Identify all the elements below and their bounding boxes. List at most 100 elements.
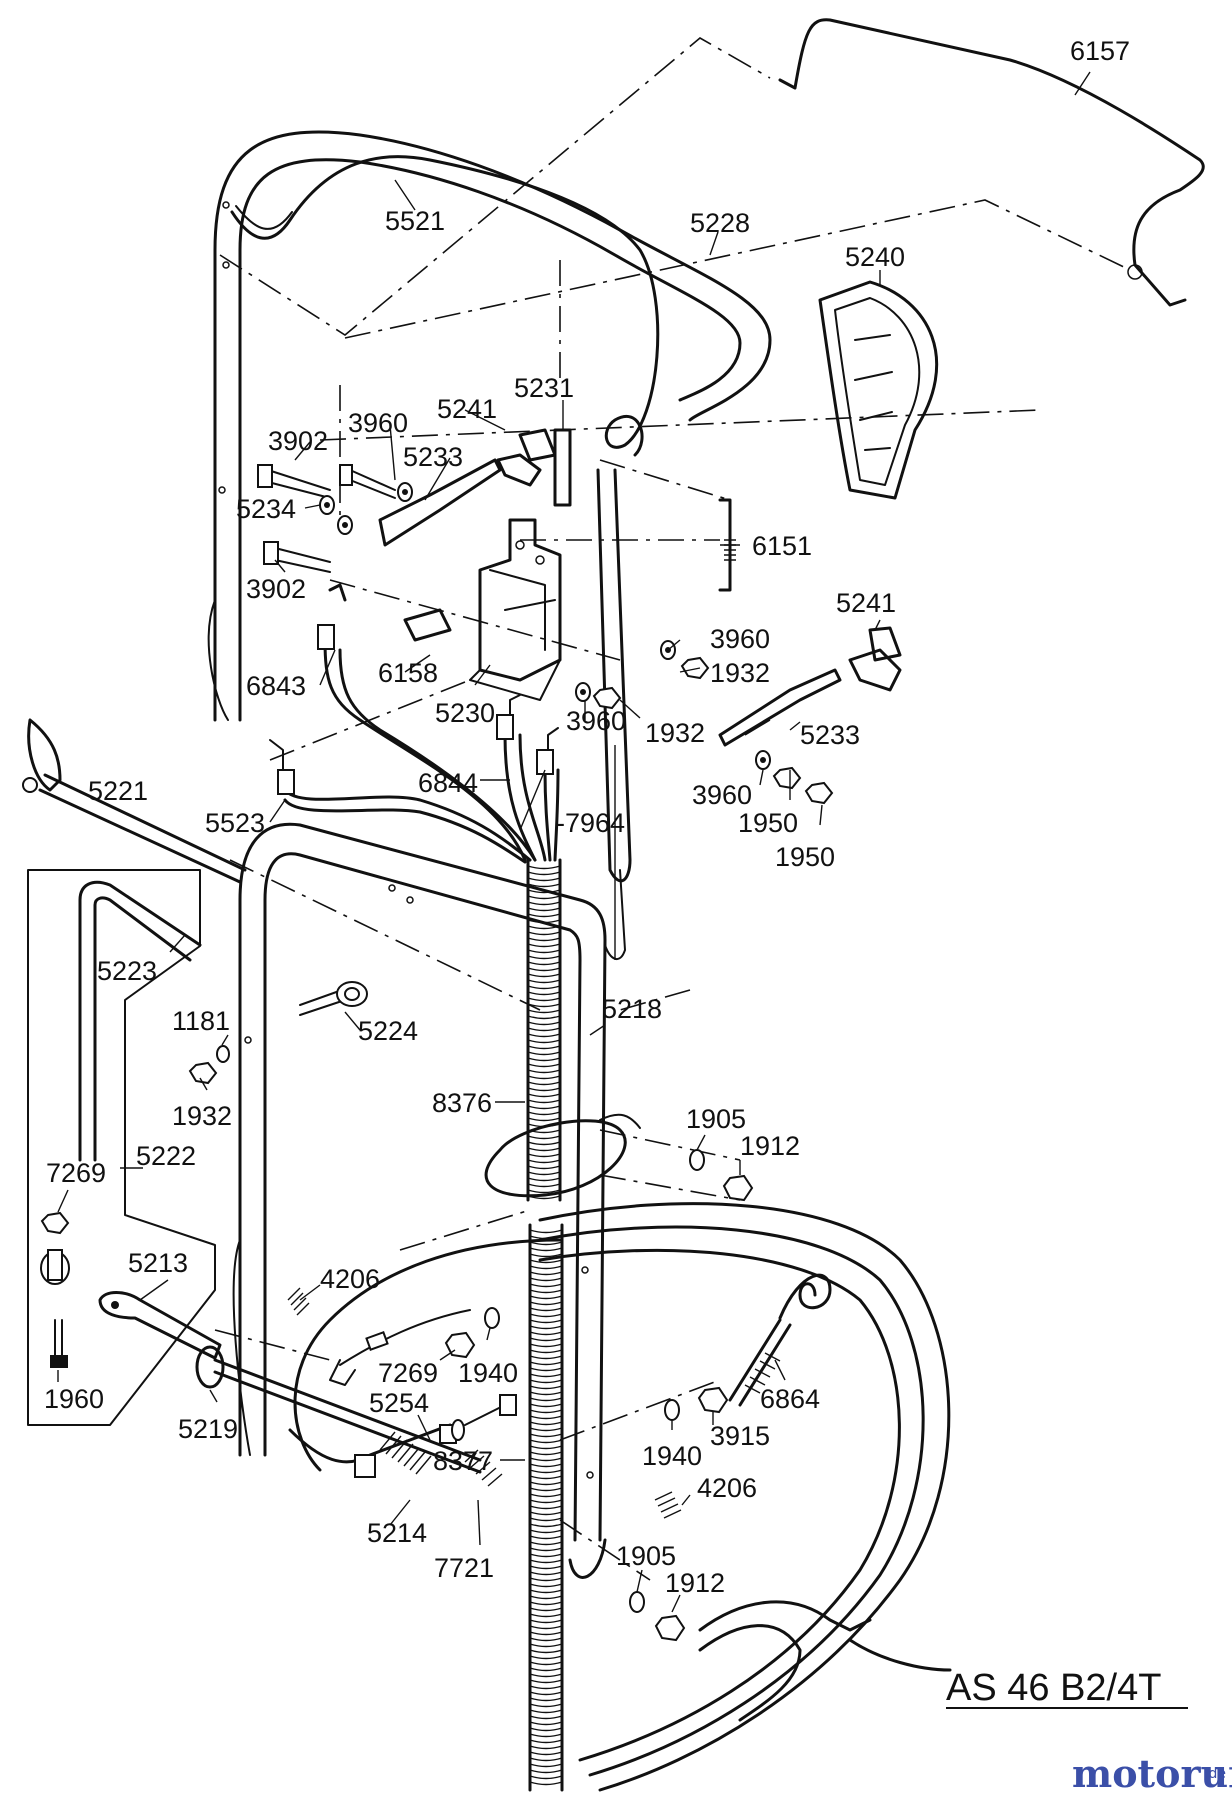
clip-6158 — [328, 583, 452, 642]
label-1950-lower: 1950 — [775, 842, 835, 872]
label-5230: 5230 — [435, 698, 495, 728]
label-6843: 6843 — [246, 671, 306, 701]
nut-1912-upper — [722, 1174, 754, 1202]
label-1912-upper: 1912 — [740, 1131, 800, 1161]
label-5224: 5224 — [358, 1016, 418, 1046]
spring-4206-upper — [287, 1287, 310, 1316]
label-5223: 5223 — [97, 956, 157, 986]
label-8376: 8376 — [432, 1088, 492, 1118]
label-1912-lower: 1912 — [665, 1568, 725, 1598]
label-7721: 7721 — [434, 1553, 494, 1583]
bracket-5230 — [469, 518, 562, 701]
conduit-8377 — [528, 1223, 564, 1792]
cable-lever-5221 — [22, 718, 247, 884]
nut-1932 — [188, 1061, 218, 1085]
label-1940-center: 1940 — [458, 1358, 518, 1388]
cable-end — [329, 1309, 471, 1386]
label-3960-center: 3960 — [566, 706, 626, 736]
lever-5233-lower — [718, 668, 842, 747]
grip-5241-lower — [848, 626, 902, 692]
cable-5521 — [230, 155, 660, 457]
eyebolt-6864 — [728, 1273, 832, 1407]
label-5221: 5221 — [88, 776, 148, 806]
label-5240: 5240 — [845, 242, 905, 272]
label-1181: 1181 — [172, 1006, 230, 1036]
bolt-3902-lower — [263, 541, 331, 573]
label-1905-upper: 1905 — [686, 1104, 746, 1134]
label-6157: 6157 — [1070, 36, 1130, 66]
label-3902-lower: 3902 — [246, 574, 306, 604]
eyebolt-5224 — [299, 981, 368, 1016]
label-3915: 3915 — [710, 1421, 770, 1451]
label-7269-center: 7269 — [378, 1358, 438, 1388]
pin-5231 — [553, 428, 572, 507]
label-5219: 5219 — [178, 1414, 238, 1444]
lever-5233-upper — [378, 458, 502, 547]
label-5233-upper: 5233 — [403, 442, 463, 472]
part-labels: 6157 5521 5228 5240 5231 5241 3960 3902 … — [44, 36, 1130, 1613]
label-3960-right: 3960 — [710, 624, 770, 654]
label-5233-lower: 5233 — [800, 720, 860, 750]
washer-1181 — [216, 1045, 230, 1063]
washer-1905-lower — [629, 1591, 645, 1613]
lower-handle — [232, 822, 607, 1579]
conduit-coils — [527, 865, 563, 1786]
ring-5219 — [195, 1345, 225, 1389]
label-5222: 5222 — [136, 1141, 196, 1171]
label-3902-upper: 3902 — [268, 426, 328, 456]
label-6151: 6151 — [752, 531, 812, 561]
spring-7721 — [464, 1449, 503, 1487]
clamp-5213 — [40, 1211, 222, 1368]
nut-3915 — [697, 1386, 729, 1414]
label-5234: 5234 — [236, 494, 296, 524]
label-5521: 5521 — [385, 206, 445, 236]
cover-5240 — [818, 280, 939, 500]
label-8377: 8377 — [433, 1446, 493, 1476]
label-5241-upper: 5241 — [437, 394, 497, 424]
washer-1905-upper — [689, 1149, 705, 1171]
label-3960-upper: 3960 — [348, 408, 408, 438]
grip-5241-upper — [496, 428, 557, 487]
label-4206-lower: 4206 — [697, 1473, 757, 1503]
label-1940-right: 1940 — [642, 1441, 702, 1471]
conduit-8376 — [526, 858, 562, 1202]
label-1950-upper: 1950 — [738, 808, 798, 838]
label-5213: 5213 — [128, 1248, 188, 1278]
label-6158: 6158 — [378, 658, 438, 688]
label-1932-right: 1932 — [710, 658, 770, 688]
bolt-3960-upper — [339, 464, 396, 499]
rod-5223 — [78, 880, 202, 1162]
watermark-text: motoruf — [1072, 1751, 1232, 1796]
cable-strap — [484, 1119, 627, 1198]
label-1932-left: 1932 — [172, 1101, 232, 1131]
upper-handle — [207, 130, 772, 722]
label-5523: 5523 — [205, 808, 265, 838]
label-3960-lower: 3960 — [692, 780, 752, 810]
label-5254: 5254 — [369, 1388, 429, 1418]
label-5231: 5231 — [514, 373, 574, 403]
label-1905-lower: 1905 — [616, 1541, 676, 1571]
assembly-guide-lines — [214, 37, 1131, 1581]
control-cables — [269, 624, 560, 864]
watermark-tld: .de — [1204, 1766, 1226, 1782]
rod-6157 — [778, 18, 1205, 307]
handle-strut — [596, 468, 632, 883]
washer-1940 — [484, 1307, 500, 1329]
inset-frame — [27, 869, 216, 1426]
spring-4206-lower — [654, 1491, 682, 1519]
label-5228: 5228 — [690, 208, 750, 238]
label-1960: 1960 — [44, 1384, 104, 1414]
label-7964: -7964 — [556, 808, 625, 838]
washers-nuts — [319, 482, 834, 805]
label-5241-lower: 5241 — [836, 588, 896, 618]
label-7269-left: 7269 — [46, 1158, 106, 1188]
label-5218: 5218 — [602, 994, 662, 1024]
washer-1940-right — [664, 1399, 680, 1421]
bolt-3902-upper — [257, 464, 331, 499]
label-4206-upper: 4206 — [320, 1264, 380, 1294]
label-6864: 6864 — [760, 1384, 820, 1414]
label-6844: 6844 — [418, 768, 478, 798]
watermark-logo: motoruf .de — [1072, 1751, 1232, 1796]
rod-5214 — [213, 1358, 482, 1474]
